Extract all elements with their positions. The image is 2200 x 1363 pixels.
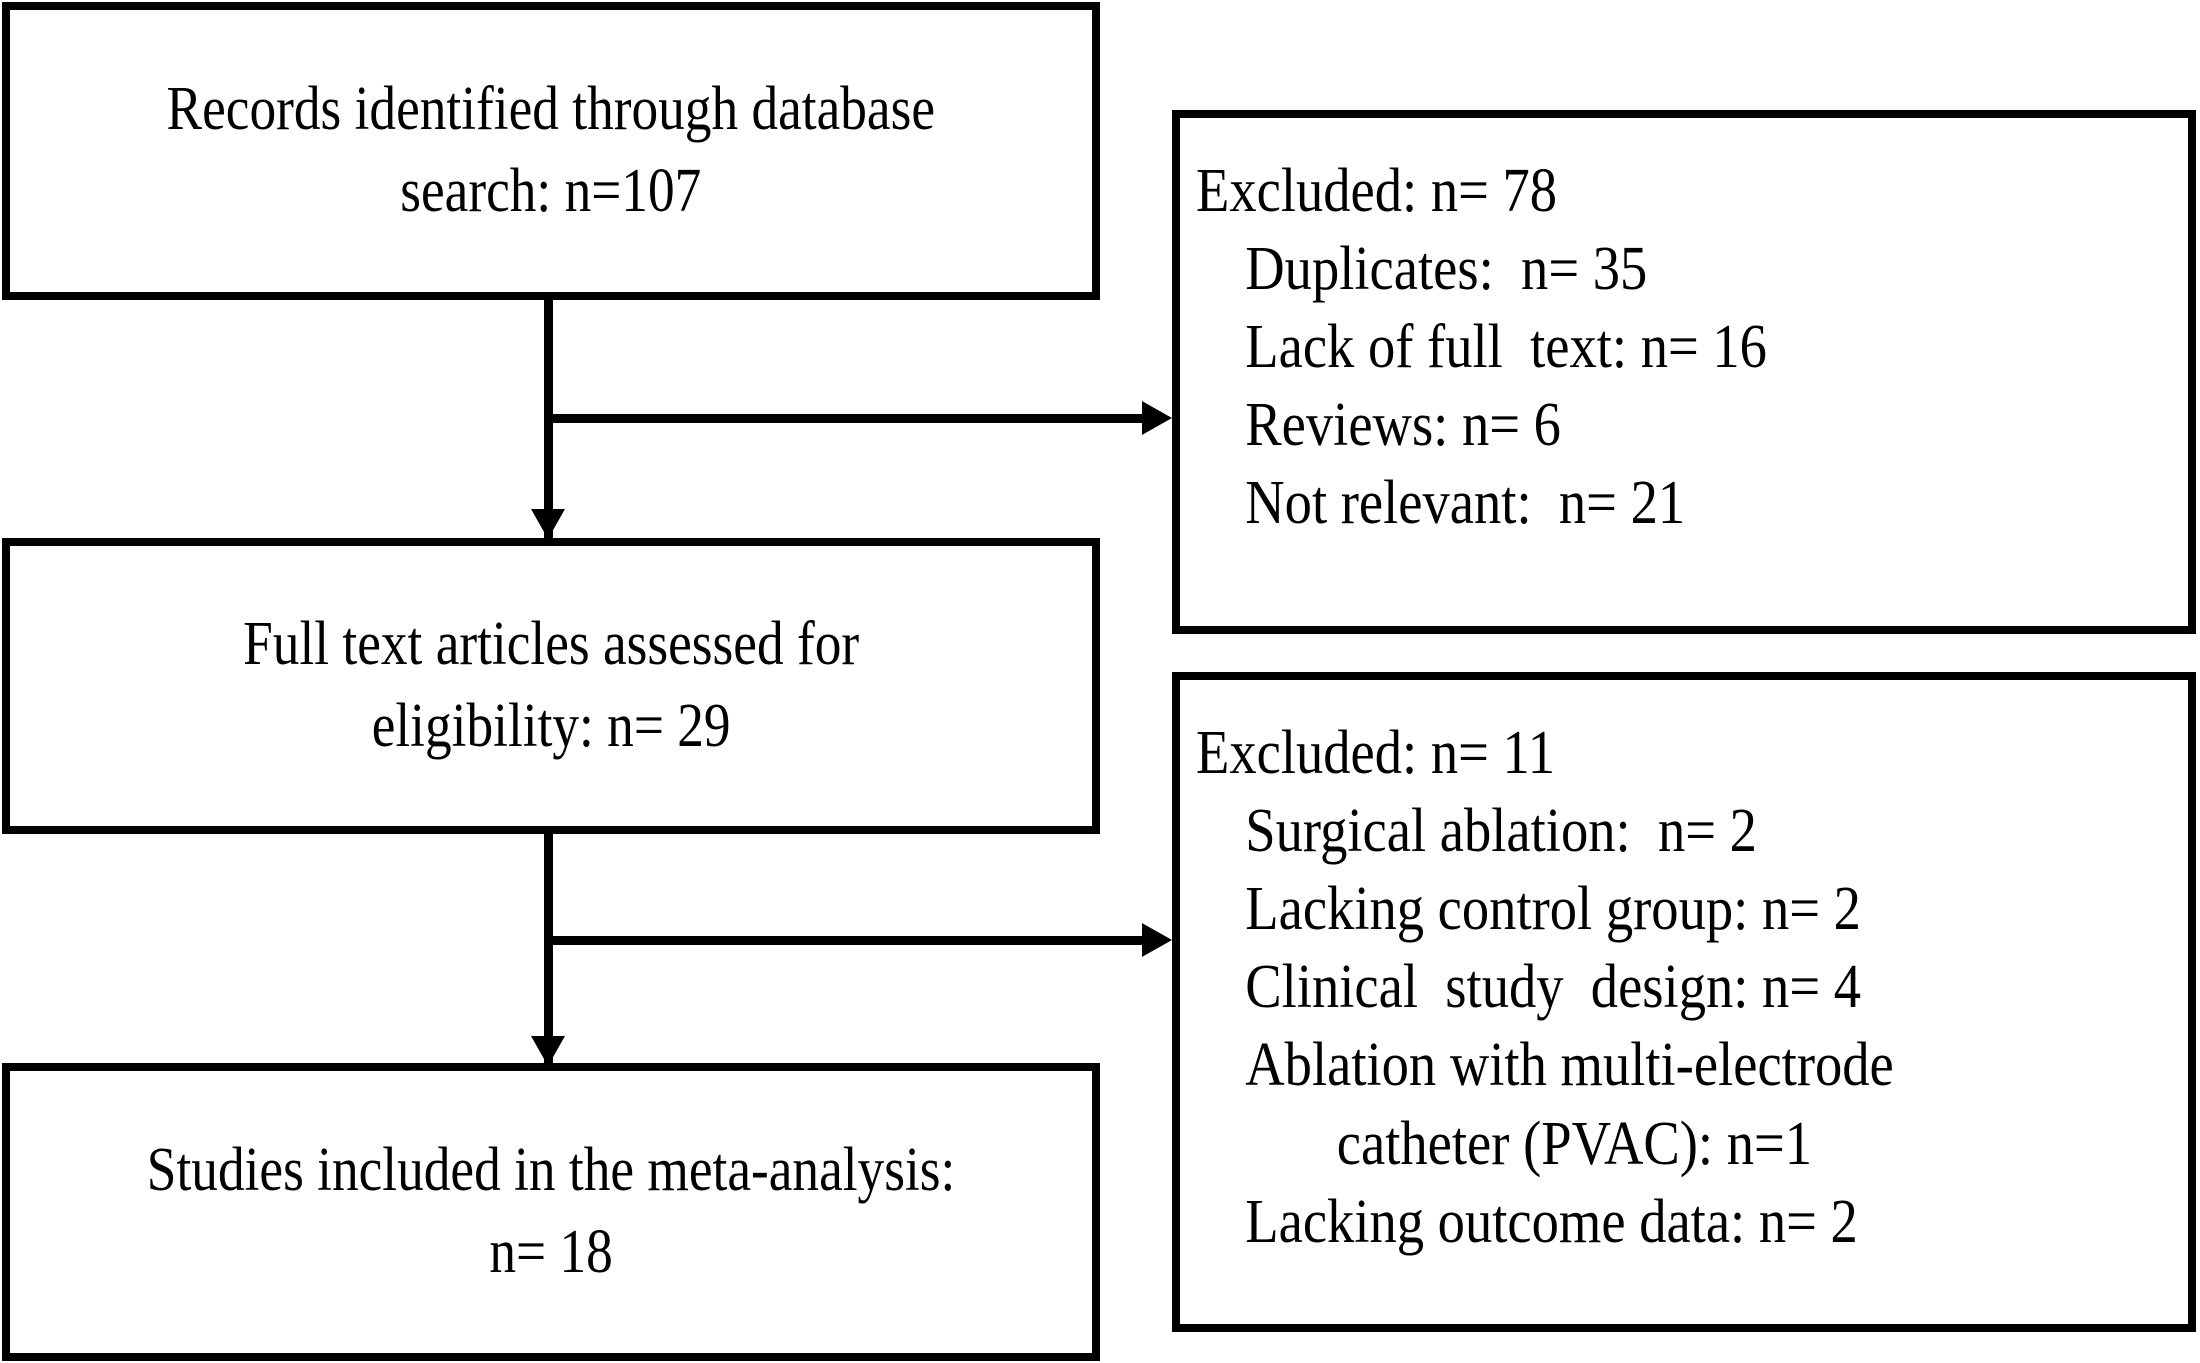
- node-records-identified: Records identified through database sear…: [2, 2, 1100, 300]
- excluded-stage2-heading: Excluded: n= 11: [1196, 719, 1556, 787]
- arrowhead-down-stage2: [531, 1036, 565, 1066]
- node-excluded-stage2: Excluded: n= 11 Surgical ablation: n= 2 …: [1172, 672, 2196, 1332]
- node-full-text-assessed-label: Full text articles assessed for eligibil…: [242, 610, 860, 760]
- node-studies-included-label: Studies included in the meta-analysis: n…: [146, 1136, 956, 1286]
- excluded-stage2-item-lacking-control-group: Lacking control group: n= 2: [1245, 875, 1861, 944]
- node-excluded-stage1: Excluded: n= 78 Duplicates: n= 35 Lack o…: [1172, 110, 2196, 634]
- excluded-stage2-item-surgical-ablation: Surgical ablation: n= 2: [1245, 797, 1757, 866]
- excluded-stage1-item-reviews: Reviews: n= 6: [1245, 391, 1561, 460]
- node-records-identified-label: Records identified through database sear…: [166, 75, 936, 225]
- connector-trunk-stage1: [544, 300, 553, 540]
- excluded-stage1-item-duplicates: Duplicates: n= 35: [1245, 235, 1648, 304]
- node-studies-included: Studies included in the meta-analysis: n…: [2, 1063, 1100, 1361]
- connector-branch-stage1: [549, 414, 1163, 423]
- connector-branch-stage2: [549, 936, 1163, 945]
- node-full-text-assessed: Full text articles assessed for eligibil…: [2, 538, 1100, 834]
- arrowhead-right-stage1: [1142, 401, 1172, 435]
- excluded-stage1-item-not-relevant: Not relevant: n= 21: [1245, 469, 1686, 538]
- excluded-stage1-heading: Excluded: n= 78: [1196, 157, 1558, 225]
- connector-trunk-stage2: [544, 834, 553, 1066]
- excluded-stage1-item-lack-of-full-text: Lack of full text: n= 16: [1245, 313, 1767, 382]
- arrowhead-down-stage1: [531, 509, 565, 539]
- excluded-stage2-item-clinical-study-design: Clinical study design: n= 4: [1245, 953, 1862, 1022]
- excluded-stage2-item-lacking-outcome-data: Lacking outcome data: n= 2: [1245, 1187, 1858, 1256]
- excluded-stage2-item-ablation-multi-electrode: Ablation with multi-electrode: [1245, 1031, 1894, 1100]
- excluded-stage2-list: Excluded: n= 11 Surgical ablation: n= 2 …: [1196, 714, 2069, 1261]
- excluded-stage2-item-catheter-pvac: catheter (PVAC): n=1: [1336, 1109, 1813, 1178]
- excluded-stage1-list: Excluded: n= 78 Duplicates: n= 35 Lack o…: [1196, 152, 2069, 543]
- arrowhead-right-stage2: [1142, 923, 1172, 957]
